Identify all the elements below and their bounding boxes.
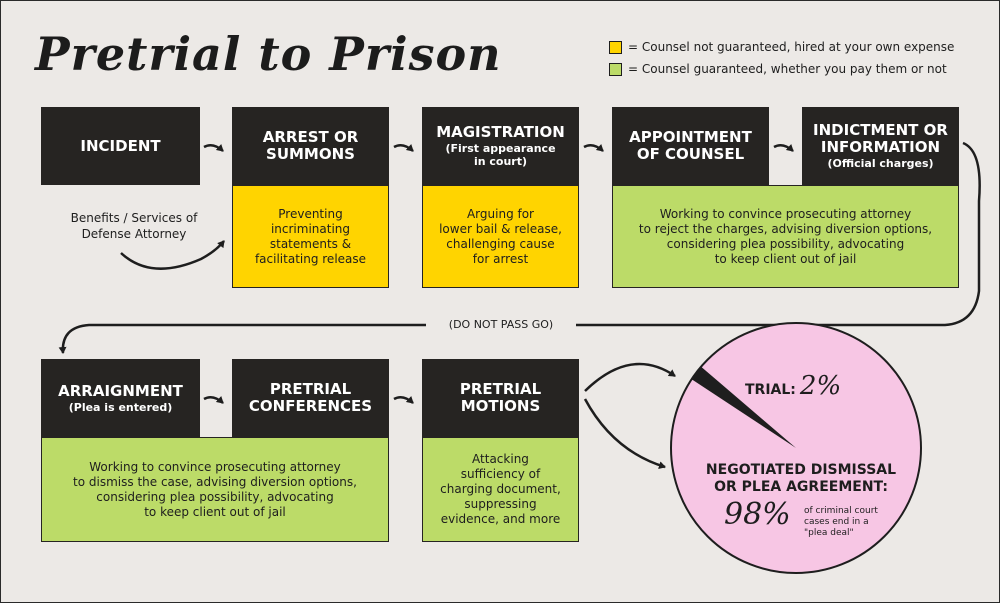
legend-item-not-guaranteed: = Counsel not guaranteed, hired at your … — [609, 40, 954, 54]
step-title: MAGISTRATION — [436, 123, 565, 141]
plea-value: 98% — [724, 497, 791, 532]
step-title: PRETRIAL CONFERENCES — [248, 380, 373, 415]
do-not-pass-go-label: (DO NOT PASS GO) — [426, 317, 576, 333]
step-incident: INCIDENT — [41, 107, 200, 185]
yellow-swatch — [609, 40, 622, 54]
trial-slice — [691, 366, 796, 448]
outcome-pie — [670, 322, 922, 574]
arrow-appointment-to-indictment — [773, 143, 794, 152]
benefits-note: Benefits / Services of Defense Attorney — [70, 211, 198, 241]
arrow-magistration-to-appointment — [583, 143, 604, 152]
step-pretrial-motions: PRETRIAL MOTIONS — [422, 359, 579, 437]
step-title: ARRAIGNMENT — [58, 381, 183, 400]
step-pretrial-conferences: PRETRIAL CONFERENCES — [232, 359, 389, 437]
arrow-benefits-to-panel — [120, 240, 225, 270]
green-swatch — [609, 62, 622, 76]
panel-indictment-services: Working to convince prosecuting attorney… — [612, 185, 959, 288]
arrow-conferences-to-motions — [393, 395, 414, 404]
step-indictment-or-information: INDICTMENT OR INFORMATION (Official char… — [802, 107, 959, 185]
plea-note: of criminal court cases end in a "plea d… — [804, 506, 878, 538]
step-arraignment: ARRAIGNMENT (Plea is entered) — [41, 359, 200, 437]
legend-item-guaranteed: = Counsel guaranteed, whether you pay th… — [609, 62, 947, 76]
arrow-to-trial — [584, 362, 676, 392]
arrow-to-plea — [583, 398, 666, 470]
connector-wrap-left — [58, 323, 426, 354]
arrow-arraignment-to-conferences — [203, 395, 224, 404]
plea-label: NEGOTIATED DISMISSAL OR PLEA AGREEMENT: — [705, 462, 897, 495]
legend-label: = Counsel not guaranteed, hired at your … — [628, 40, 955, 54]
trial-value: 2% — [799, 371, 842, 401]
step-appointment-of-counsel: APPOINTMENT OF COUNSEL — [612, 107, 769, 185]
step-title: ARREST OR SUMMONS — [262, 128, 359, 163]
step-title: INDICTMENT OR INFORMATION — [813, 121, 948, 156]
panel-motions-services: Attacking sufficiency of charging docume… — [422, 437, 579, 542]
connector-wrap-right — [576, 141, 981, 327]
panel-arrest-services: Preventing incriminating statements & fa… — [232, 185, 389, 288]
step-title: INCIDENT — [80, 136, 161, 155]
step-arrest-or-summons: ARREST OR SUMMONS — [232, 107, 389, 185]
step-subtitle: (Official charges) — [827, 157, 934, 170]
page-title: Pretrial to Prison — [35, 27, 502, 81]
panel-arraignment-services: Working to convince prosecuting attorney… — [41, 437, 389, 542]
step-magistration: MAGISTRATION (First appearance in court) — [422, 107, 579, 185]
step-subtitle: (First appearance in court) — [445, 142, 556, 168]
arrow-incident-to-arrest — [203, 143, 224, 152]
arrow-arrest-to-magistration — [393, 143, 414, 152]
step-title: APPOINTMENT OF COUNSEL — [629, 128, 752, 163]
trial-stat: TRIAL: 2% — [745, 371, 841, 401]
trial-label: TRIAL: — [745, 382, 796, 398]
step-subtitle: (Plea is entered) — [68, 400, 173, 414]
legend-label: = Counsel guaranteed, whether you pay th… — [628, 62, 947, 76]
panel-magistration-services: Arguing for lower bail & release, challe… — [422, 185, 579, 288]
step-title: PRETRIAL MOTIONS — [459, 380, 542, 415]
